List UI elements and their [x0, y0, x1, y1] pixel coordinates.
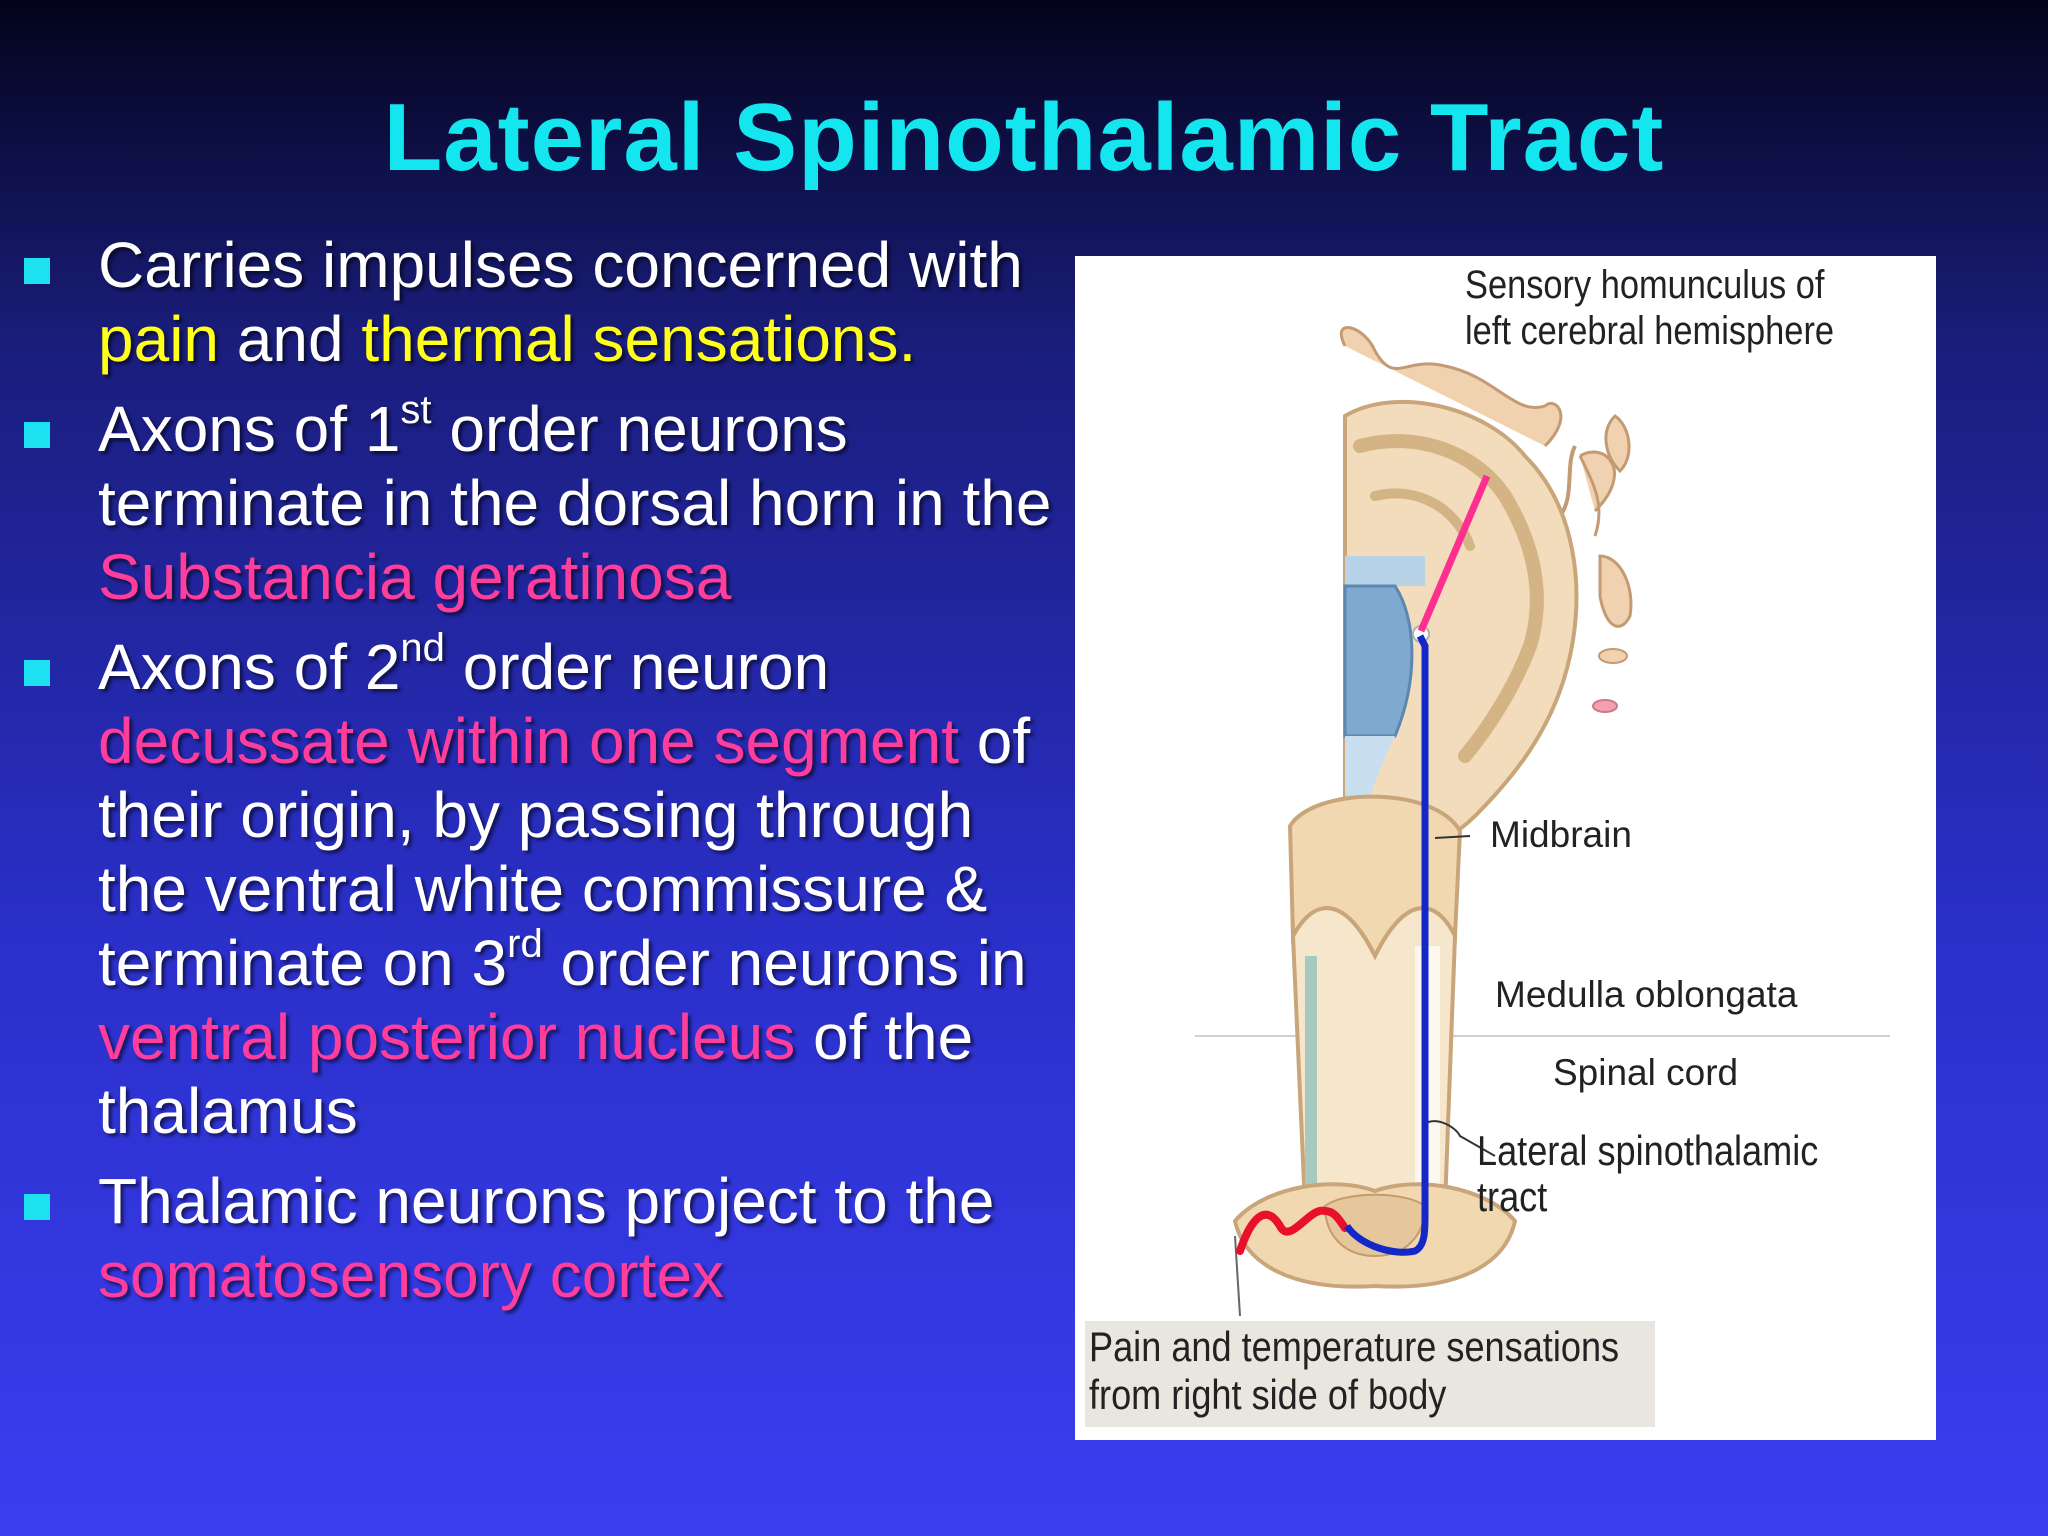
- medulla-spinal-column: [1290, 906, 1458, 1208]
- label-homunculus-line1: Sensory homunculus of: [1465, 263, 1825, 307]
- text-span: order neuron: [444, 631, 830, 703]
- text-span: Carries impulses concerned with: [98, 229, 1023, 301]
- bullet-list: Carries impulses concerned with pain and…: [24, 228, 1064, 1328]
- slide-title: Lateral Spinothalamic Tract: [383, 84, 1665, 191]
- highlight-cortex: somatosensory cortex: [98, 1239, 725, 1311]
- superscript: nd: [400, 625, 445, 670]
- bullet-item: Carries impulses concerned with pain and…: [24, 228, 1064, 376]
- homunculus-tongue: [1592, 699, 1618, 713]
- homunculus-face: [1598, 554, 1633, 628]
- text-span: order neurons in: [542, 927, 1027, 999]
- grey-matter: [1323, 1193, 1427, 1258]
- homunculus-limb-edge: [1578, 455, 1601, 537]
- second-order-neuron: [1344, 634, 1429, 1256]
- bullet-item: Thalamic neurons project to the somatose…: [24, 1164, 1064, 1312]
- caption-leader: [1234, 1235, 1241, 1317]
- bullet-2-text: Axons of 1st order neurons terminate in …: [98, 390, 1052, 613]
- ventricle-top: [1345, 556, 1425, 586]
- bullet-square-icon: [24, 422, 50, 448]
- highlight-decussate: decussate within one segment: [98, 705, 959, 777]
- highlight-substancia: Substancia geratinosa: [98, 541, 732, 613]
- superscript: rd: [507, 921, 543, 966]
- label-homunculus-line2: left cerebral hemisphere: [1465, 309, 1835, 353]
- cord-stripe: [1305, 956, 1317, 1206]
- midbrain-leader: [1434, 835, 1471, 839]
- text-span: of their origin, by passing through the …: [98, 705, 1031, 999]
- anatomy-figure: Sensory homunculus of left cerebral hemi…: [1075, 256, 1936, 1440]
- label-spinal-cord: Spinal cord: [1553, 1052, 1739, 1093]
- label-lateral-spinothalamic-tract: Lateral spinothalamic tract: [1477, 1127, 1819, 1220]
- superscript: st: [400, 387, 432, 432]
- homunculus-arm: [1558, 445, 1577, 518]
- homunculus-hand: [1604, 414, 1631, 474]
- text-span: Axons of 2: [98, 631, 401, 703]
- highlight-pain: pain: [98, 303, 219, 375]
- bullet-4-text: Thalamic neurons project to the somatose…: [98, 1165, 994, 1311]
- bullet-1-text: Carries impulses concerned with pain and…: [98, 229, 1023, 375]
- third-order-neuron: [1417, 474, 1491, 633]
- first-order-neuron: [1236, 1206, 1349, 1255]
- caption-box: [1085, 1321, 1655, 1427]
- label-medulla: Medulla oblongata: [1495, 974, 1798, 1015]
- bullet-square-icon: [24, 258, 50, 284]
- text-span: Axons of 1: [98, 393, 401, 465]
- homunculus-mouth: [1598, 648, 1628, 664]
- lateral-ventricle: [1343, 584, 1414, 738]
- spinothalamic-diagram: [1195, 326, 1890, 1317]
- highlight-thermal: thermal sensations.: [361, 303, 917, 375]
- bullet-square-icon: [24, 660, 50, 686]
- bullet-item: Axons of 2nd order neuron decussate with…: [24, 628, 1064, 1148]
- bullet-item: Axons of 1st order neurons terminate in …: [24, 390, 1064, 614]
- text-span: Thalamic neurons project to the: [98, 1165, 995, 1237]
- cortical-gyri: [1353, 434, 1544, 763]
- homunculus-shape: [1339, 326, 1563, 448]
- text-span: order neurons terminate in the dorsal ho…: [98, 393, 1052, 539]
- text-span: of the thalamus: [98, 1001, 974, 1147]
- text-span: and: [219, 303, 362, 375]
- highlight-vpn: ventral posterior nucleus: [98, 1001, 796, 1073]
- caption-line2: from right side of body: [1089, 1371, 1447, 1418]
- caption-line1: Pain and temperature sensations: [1089, 1323, 1620, 1370]
- homunculus-limb: [1579, 450, 1616, 513]
- bullet-square-icon: [24, 1194, 50, 1220]
- bullet-3-text: Axons of 2nd order neuron decussate with…: [98, 628, 1031, 1147]
- label-midbrain: Midbrain: [1490, 814, 1632, 855]
